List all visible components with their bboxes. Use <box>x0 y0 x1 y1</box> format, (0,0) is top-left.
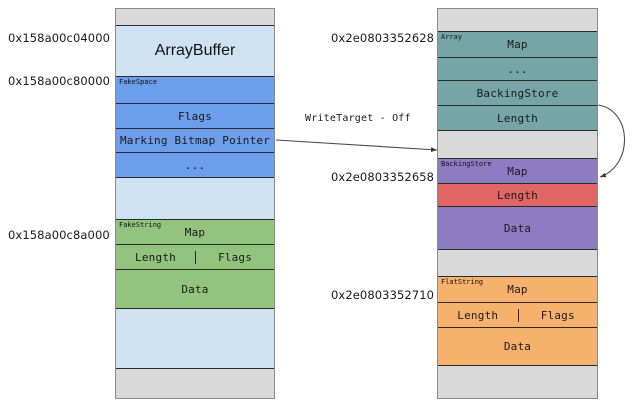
right-column-row-filler-13 <box>438 366 597 388</box>
left-column-row-filler-8: Length Flags <box>116 245 274 270</box>
address-label-left-2: 0x158a00c80000 <box>8 74 111 88</box>
field-label: Data <box>503 221 532 235</box>
address-label-left-3: 0x158a00c8a000 <box>8 228 110 242</box>
field-label: Length <box>497 188 538 202</box>
struct-tag-fakestring: FakeString <box>119 221 162 229</box>
left-column-row-filler-6 <box>116 178 274 220</box>
left-column-row-filler-0 <box>116 9 274 25</box>
struct-tag-fakespace: FakeSpace <box>119 78 157 86</box>
field-label: Marking Bitmap Pointer <box>119 134 271 147</box>
field-flags: Flags <box>195 250 274 264</box>
field-label: ... <box>507 62 528 76</box>
field-length: Length <box>135 250 176 264</box>
field-label: Flags <box>177 109 213 123</box>
left-column-row-filler-10 <box>116 309 274 369</box>
right-column-row-length-4: Length <box>438 106 597 131</box>
struct-tag-backingstore: BackingStore <box>441 160 492 168</box>
write-target-label: WriteTarget - Off <box>305 113 411 124</box>
backingstore-curved-arrow <box>597 104 626 178</box>
struct-tag-flatstring: FlatString <box>441 278 484 286</box>
right-column-row-filler-9 <box>438 250 597 276</box>
field-label: Map <box>507 38 528 51</box>
field-flags: Flags <box>517 308 598 322</box>
field-label: BackingStore <box>476 86 559 100</box>
left-column-row-arraybuffer-1: ArrayBuffer <box>116 25 274 77</box>
address-label-right-1: 0x2e0803352628 <box>331 31 435 45</box>
field-label: ... <box>184 158 206 172</box>
right-column-row-backingstore-3: BackingStore <box>438 81 597 106</box>
field-label: Data <box>503 340 532 353</box>
left-column-row-data-9: Data <box>116 270 274 309</box>
field-label: Map <box>184 225 206 239</box>
left-column-row-flags-3: Flags <box>116 104 274 129</box>
struct-tag-array: Array <box>441 33 463 41</box>
right-column-row-filler-0 <box>438 9 597 31</box>
right-column-row-filler-5 <box>438 131 597 158</box>
right-column-row-data-8: Data <box>438 207 597 250</box>
field-label: Map <box>507 164 528 178</box>
write-target-arrow <box>275 139 438 153</box>
right-column-row-length-7: Length <box>438 184 597 207</box>
field-label: ArrayBuffer <box>154 42 236 59</box>
right-column-row---2: ... <box>438 58 597 81</box>
address-label-right-2: 0x2e0803352658 <box>331 170 435 184</box>
address-label-right-3: 0x2e0803352710 <box>331 288 435 302</box>
left-column-row-marking-bitmap-pointer-4: Marking Bitmap Pointer <box>116 129 274 153</box>
left-column-row---5: ... <box>116 153 274 178</box>
field-length: Length <box>457 308 499 322</box>
address-label-left-1: 0x158a00c04000 <box>8 31 111 45</box>
right-column-row-filler-11: Length Flags <box>438 303 597 328</box>
field-label: Data <box>181 282 209 296</box>
right-column-row-data-12: Data <box>438 328 597 366</box>
left-column-row-filler-2: FakeSpace <box>116 77 274 104</box>
left-column-row-filler-11 <box>116 369 274 397</box>
field-label: Map <box>507 283 528 296</box>
field-label: Length <box>497 111 538 125</box>
